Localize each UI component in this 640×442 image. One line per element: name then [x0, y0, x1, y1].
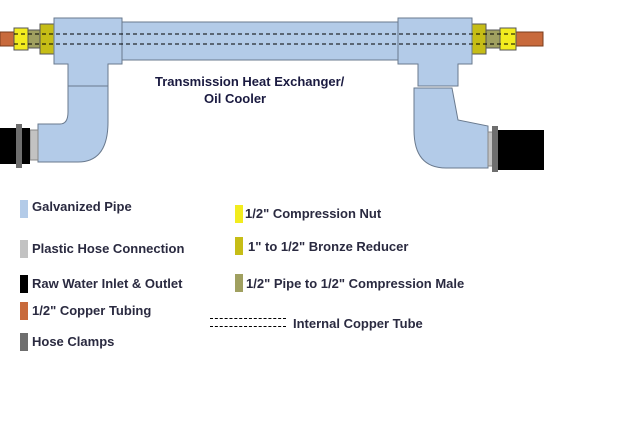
legend-swatch-bronze-reducer: [235, 237, 243, 255]
compression-nut-right: [499, 27, 517, 51]
compression-male-right: [485, 29, 501, 49]
legend-label-galvanized-pipe: Galvanized Pipe: [32, 199, 132, 214]
main-pipe: [121, 21, 399, 61]
compression-nut-left: [13, 27, 29, 51]
elbow-left: [37, 85, 109, 163]
legend-label-plastic-hose: Plastic Hose Connection: [32, 241, 185, 256]
legend-label-compression-male: 1/2" Pipe to 1/2" Compression Male: [246, 276, 465, 291]
plastic-hose-left: [29, 129, 39, 161]
diagram-title-line2: Oil Cooler: [204, 91, 266, 106]
legend-label-hose-clamps: Hose Clamps: [32, 334, 115, 349]
legend-dash-bottom: [210, 326, 286, 327]
legend-swatch-raw-water: [20, 275, 28, 293]
bronze-reducer-left: [39, 23, 55, 55]
raw-water-hose-right: [498, 130, 544, 170]
legend-label-bronze-reducer: 1" to 1/2" Bronze Reducer: [248, 239, 409, 254]
legend-label-compression-nut: 1/2" Compression Nut: [245, 206, 382, 221]
tee-fitting-left: [53, 17, 123, 87]
legend-swatch-compression-male: [235, 274, 243, 292]
raw-water-hose-left: [0, 128, 30, 164]
hose-clamp-left: [16, 124, 22, 168]
bronze-reducer-right: [471, 23, 487, 55]
elbow-right: [413, 87, 489, 169]
legend-label-raw-water: Raw Water Inlet & Outlet: [32, 276, 183, 291]
compression-male-left: [27, 29, 41, 49]
diagram-title-line1: Transmission Heat Exchanger/: [155, 74, 345, 89]
legend-swatch-galvanized-pipe: [20, 200, 28, 218]
legend-swatch-hose-clamps: [20, 333, 28, 351]
hose-clamp-right: [492, 126, 498, 172]
legend-label-copper-tubing: 1/2" Copper Tubing: [32, 303, 152, 318]
legend-swatch-copper-tubing: [20, 302, 28, 320]
tee-fitting-right: [397, 17, 473, 87]
legend-swatch-compression-nut: [235, 205, 243, 223]
legend-label-internal-tube: Internal Copper Tube: [293, 316, 423, 331]
legend-dash-top: [210, 318, 286, 319]
legend-swatch-plastic-hose: [20, 240, 28, 258]
copper-tube-right: [514, 31, 544, 47]
